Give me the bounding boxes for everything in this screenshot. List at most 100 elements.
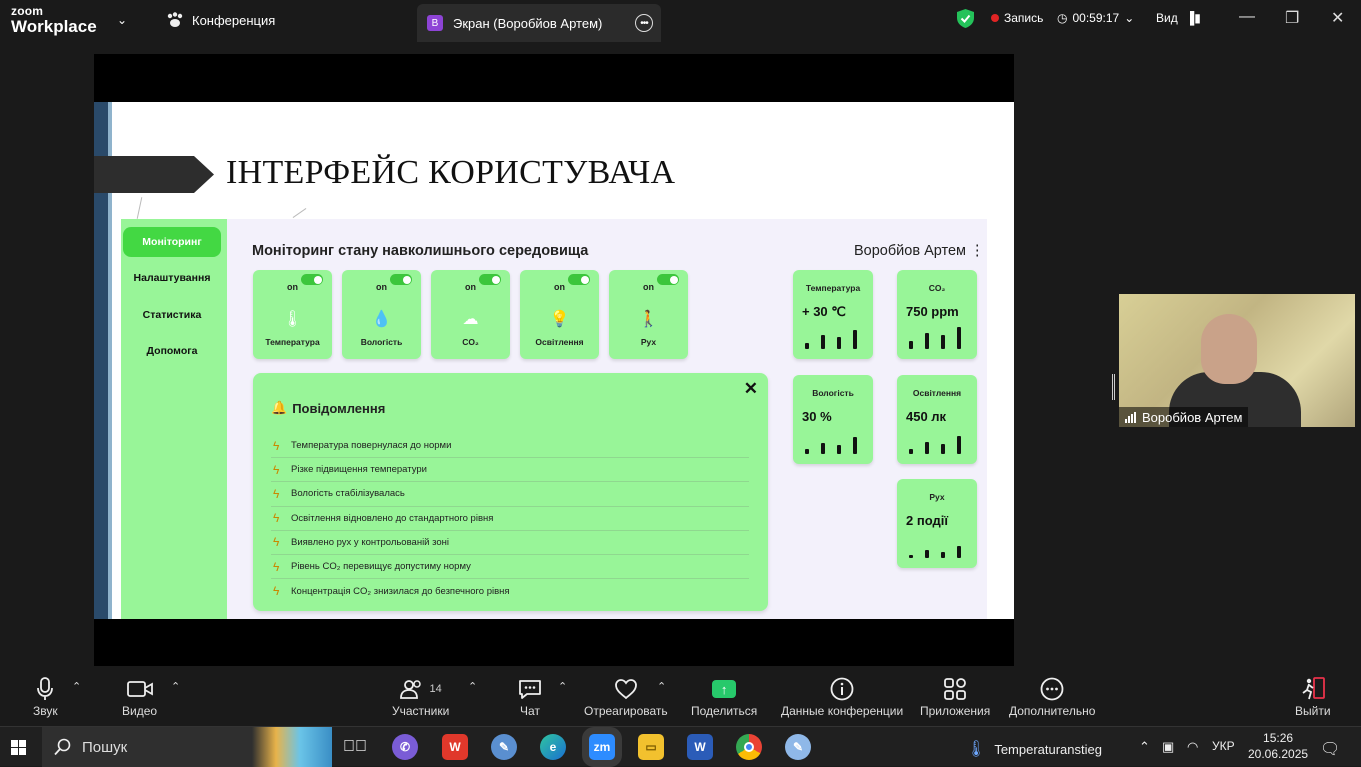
user-menu[interactable]: Воробйов Артем ⋮ [854,243,985,259]
nav-item-help[interactable]: Допомога [146,345,198,357]
sensor-toggle[interactable] [568,274,590,285]
close-icon[interactable]: ✕ [1331,10,1345,27]
chat-button[interactable]: Чат [518,674,542,718]
sensor-state: on [376,282,387,292]
language-indicator[interactable]: УКР [1212,739,1235,753]
meeting-info-button[interactable]: Данные конференции [781,674,903,718]
video-button[interactable]: Видео [122,674,157,718]
sensor-card-light[interactable]: on 💡 Освітлення [520,270,599,359]
paint3d-icon[interactable]: ✎ [785,734,811,760]
kebab-menu-icon: ⋮ [970,243,985,259]
sensor-state: on [287,282,298,292]
share-arrow-icon: ↑ [712,680,737,698]
chrome-icon[interactable] [736,734,762,760]
screen-share-tab[interactable]: В Экран (Воробйов Артем) ••• [417,4,661,42]
task-view-icon[interactable]: ▯⃞ [343,738,367,755]
close-icon[interactable]: ✕ [743,379,758,398]
clock-time: 15:26 [1263,731,1294,745]
stat-card-co2: CO₂ 750 ppm [897,270,977,359]
react-button[interactable]: Отреагировать [584,674,668,718]
more-icon[interactable]: ••• [635,14,653,32]
record-indicator[interactable]: Запись [991,11,1043,25]
minimize-icon[interactable]: — [1239,8,1255,25]
sensor-toggle[interactable] [390,274,412,285]
share-button[interactable]: ↑ Поделиться [691,674,757,718]
sensor-toggle[interactable] [301,274,323,285]
stat-value: + 30 ℃ [802,304,846,319]
notification-text: Різке підвищення температури [291,464,427,476]
chevron-up-icon[interactable]: ⌃ [1139,739,1150,754]
wps-office-icon[interactable]: W [442,734,468,760]
sensor-toggle[interactable] [657,274,679,285]
search-icon [54,738,71,756]
meeting-timer[interactable]: ◷ 00:59:17 ⌄ [1057,11,1134,25]
react-options-caret[interactable]: ⌃ [657,674,666,693]
paint-app-icon[interactable]: ✎ [491,734,517,760]
sensor-label: CO₂ [462,337,479,347]
share-label: Поделиться [691,704,758,718]
stat-value: 750 ppm [906,304,959,319]
video-label: Видео [122,704,158,718]
word-icon[interactable]: W [687,734,713,760]
stat-card-temperature: Температура + 30 ℃ [793,270,873,359]
nav-item-settings[interactable]: Налаштування [133,272,211,284]
leave-button[interactable]: Выйти [1295,674,1331,718]
lightning-icon: ϟ [273,438,280,453]
conference-tab[interactable]: Конференция [166,12,275,28]
chevron-up-icon: ⌃ [558,681,568,693]
viber-icon[interactable]: ✆ [392,734,418,760]
participants-button[interactable]: 14 Участники [392,674,449,718]
notification-center-icon[interactable]: 🗨 [1320,741,1341,758]
meet-now-icon[interactable]: ▣ [1162,739,1175,754]
audio-options-caret[interactable]: ⌃ [72,674,81,693]
list-item: ϟ Різке підвищення температури [271,458,749,483]
shield-check-icon[interactable] [957,9,974,28]
wifi-icon[interactable]: ◠ [1187,739,1199,754]
tab-badge: В [427,15,443,31]
nav-item-monitoring[interactable]: Моніторинг [123,227,221,257]
clock[interactable]: 15:26 20.06.2025 [1248,730,1308,762]
more-button[interactable]: Дополнительно [1009,674,1095,718]
stat-value: 2 події [906,513,948,528]
sensor-card-co2[interactable]: on ☁ CO₂ [431,270,510,359]
thermometer-icon: 🌡 [966,741,987,758]
view-button[interactable]: Вид ▐▮ [1156,11,1201,25]
sensor-card-motion[interactable]: on 🚶 Рух [609,270,688,359]
restore-icon[interactable]: ❐ [1285,10,1300,27]
microphone-icon [37,674,54,704]
chat-options-caret[interactable]: ⌃ [558,674,567,693]
sensor-card-temperature[interactable]: on 🌡 Температура [253,270,332,359]
weather-widget[interactable]: 🌡 Temperaturanstieg [966,739,1102,759]
edge-browser-icon[interactable]: e [540,734,566,760]
chevron-down-icon[interactable]: ⌄ [117,13,128,27]
sensor-toggle[interactable] [479,274,501,285]
meeting-info-label: Данные конференции [781,704,904,718]
apps-button[interactable]: Приложения [920,674,990,718]
zoom-title-bar: zoom Workplace ⌄ Конференция В Экран (Во… [0,0,1361,42]
zoom-logo: zoom Workplace [11,5,97,35]
sensor-card-humidity[interactable]: on 💧 Вологість [342,270,421,359]
heart-icon [614,674,638,704]
file-explorer-icon[interactable]: ▭ [638,734,664,760]
bar-graph-icon [805,434,857,454]
timer-value: 00:59:17 [1072,11,1120,25]
notification-text: Концентрація CO₂ знизилася до безпечного… [291,585,510,597]
panel-resize-handle[interactable] [1112,374,1115,400]
audio-button[interactable]: Звук [33,674,58,718]
taskbar-search[interactable]: Пошук [42,727,332,767]
windows-start-icon[interactable] [11,740,26,755]
zoom-app-icon[interactable]: zm [589,734,615,760]
bar-graph-icon [805,329,857,349]
nav-item-statistics[interactable]: Статистика [142,309,202,321]
lightning-icon: ϟ [273,462,280,477]
presentation-slide: ІНТЕРФЕЙС КОРИСТУВАЧА Моніторинг Налашту… [94,102,1014,619]
video-options-caret[interactable]: ⌃ [171,674,180,693]
stat-value: 30 % [802,409,832,424]
participant-video-tile[interactable]: Воробйов Артем [1119,294,1355,427]
chevron-up-icon: ⌃ [171,681,181,693]
stat-value: 450 лк [906,409,947,424]
audio-label: Звук [33,704,58,718]
info-icon [830,674,854,704]
participants-options-caret[interactable]: ⌃ [468,674,477,693]
